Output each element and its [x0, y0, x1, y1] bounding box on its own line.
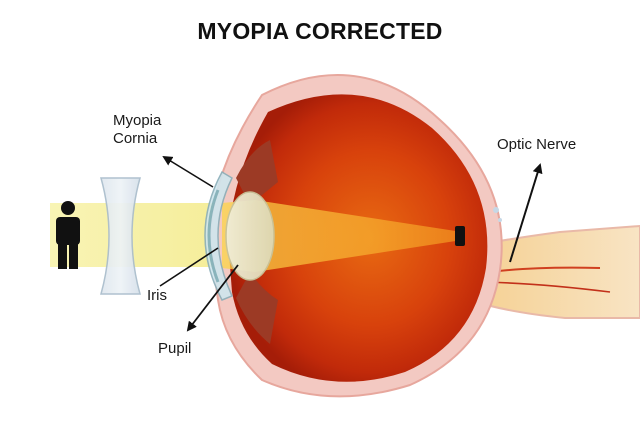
concave-lens [100, 177, 141, 295]
retina-image [455, 226, 465, 246]
iris-label: Iris [147, 287, 167, 304]
pupil-arrow [186, 264, 239, 332]
focused-beam [222, 200, 462, 272]
myopia-label-line1: Myopia [113, 112, 162, 129]
iris-pointer-line [159, 247, 219, 287]
pupil-label: Pupil [158, 340, 192, 357]
cornea-inner [207, 189, 220, 283]
myopia-cornia-label: Myopia Cornia [113, 112, 161, 148]
droplet-mark [498, 218, 502, 222]
optic-nerve-label: Optic Nerve [497, 136, 577, 153]
optic-nerve-arrow [509, 163, 543, 263]
ciliary-body [236, 140, 278, 205]
myopia-label-line2: Cornia [113, 130, 158, 147]
person-icon [56, 201, 80, 269]
crystalline-lens [225, 191, 275, 281]
diagram-title: MYOPIA CORRECTED [197, 18, 443, 44]
droplet-mark [493, 207, 499, 213]
ciliary-body [236, 272, 278, 344]
myopia-cornia-arrow [162, 155, 214, 188]
